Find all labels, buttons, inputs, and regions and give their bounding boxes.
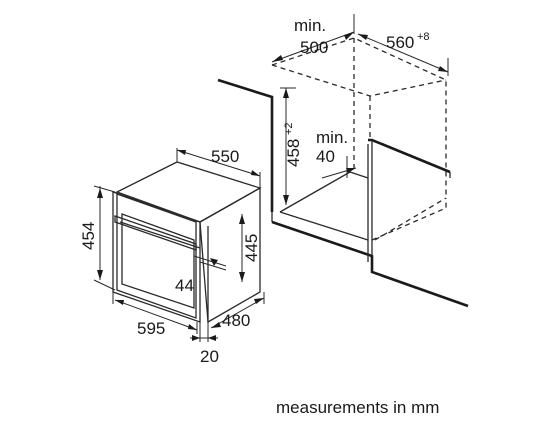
label-cavity-depth-min: min.: [294, 16, 326, 35]
dim-line-vent-gap: [321, 156, 357, 179]
label-cavity-height-value: 458: [284, 139, 303, 167]
label-oven-body-width: 480: [222, 311, 250, 330]
label-oven-front-width: 595: [137, 319, 165, 338]
dim-line-oven-front-height: [93, 185, 116, 291]
dim-line-cavity-height: [280, 87, 296, 205]
units-caption: measurements in mm: [276, 398, 440, 417]
cabinet-floor-front-edge: [271, 220, 469, 308]
dim-line-oven-depth: [176, 148, 261, 188]
dim-line-oven-body-width: [210, 292, 265, 329]
oven-door-frame: [121, 213, 195, 309]
cabinet-right-wall-top: [368, 138, 451, 174]
oven-top-face: [115, 161, 262, 223]
label-front-thickness: 20: [200, 347, 219, 366]
label-vent-gap-value: 40: [316, 147, 335, 166]
dim-line-front-thickness: [190, 322, 218, 342]
label-oven-front-height: 454: [79, 222, 98, 250]
niche-floor: [279, 171, 369, 213]
label-oven-depth: 550: [211, 147, 239, 166]
dim-line-oven-front-width: [112, 292, 198, 334]
label-handle-offset: 44: [175, 276, 194, 295]
dim-line-handle-offset: [193, 255, 227, 271]
dim-line-cavity-width: [357, 33, 449, 76]
cabinet-left-wall: [217, 78, 274, 212]
cabinet-niche-drawing: [217, 37, 469, 308]
dim-line-oven-body-height: [239, 214, 245, 282]
dim-line-cavity-depth: [271, 14, 355, 63]
label-vent-gap-min: min.: [316, 128, 348, 147]
label-oven-body-height: 445: [242, 234, 261, 262]
oven-side-body: [199, 186, 261, 324]
oven-front-panel: [112, 191, 201, 323]
oven-drawing: [112, 161, 262, 324]
label-cavity-height-tolerance: +2: [283, 122, 295, 135]
label-cavity-depth-value: 500: [300, 38, 328, 57]
label-cavity-width-value: 560: [386, 33, 414, 52]
label-cavity-width-tolerance: +8: [417, 31, 430, 43]
oven-door-handle: [114, 215, 197, 251]
